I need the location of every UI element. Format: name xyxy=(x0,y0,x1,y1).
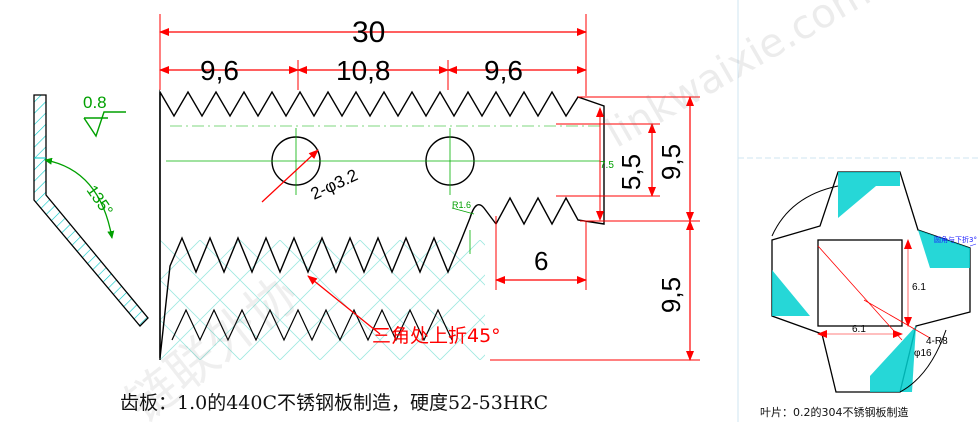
dim-seg-mid: 10,8 xyxy=(336,55,391,86)
dim-right-top-height: 9,5 xyxy=(656,144,686,180)
side-caption: 叶片：0.2的304不锈钢板制造 xyxy=(760,406,909,419)
dim-step-width: 6 xyxy=(534,246,548,276)
bend-angle-label: 135° xyxy=(83,183,116,220)
fold-note: 三角处上折45° xyxy=(372,325,501,347)
fold-annotation: 三角处上折45° xyxy=(307,275,501,347)
plate-outline xyxy=(159,89,605,359)
blade-note-label: 圆角与下折3° xyxy=(934,235,977,244)
dimensions: 30 9,6 10,8 9,6 7.5 5,5 9,5 9,5 6 2-φ xyxy=(159,14,700,361)
dim-inner-height: 5,5 xyxy=(616,154,646,190)
blade-radius-label: 4-R8 xyxy=(926,336,948,347)
roughness-value: 0.8 xyxy=(83,93,107,112)
panel-divider xyxy=(737,0,978,422)
dim-seg-left: 9,6 xyxy=(200,55,239,86)
hole-callout: 2-φ3.2 xyxy=(308,165,361,203)
dim-small-height: 7.5 xyxy=(600,160,614,171)
blade-view: 6.1 6.1 4-R8 φ16 圆角与下折3° xyxy=(771,171,977,393)
blade-dim-square-bottom: 6.1 xyxy=(852,324,866,335)
blade-dim-square: 6.1 xyxy=(912,282,926,293)
technical-drawing: 0.8 135° 30 9,6 10,8 9,6 xyxy=(33,0,978,422)
fillet-callout: R1.6 xyxy=(452,200,471,210)
tooth-plate xyxy=(159,89,605,360)
roughness-symbol: 0.8 xyxy=(83,93,126,138)
main-caption: 齿板：1.0的440C不锈钢板制造，硬度52-53HRC xyxy=(120,392,549,414)
blade-diameter-label: φ16 xyxy=(914,348,932,359)
dim-overall-width: 30 xyxy=(352,16,385,49)
blade-square-hole xyxy=(817,239,903,327)
dim-right-bottom-height: 9,5 xyxy=(656,277,686,313)
dim-seg-right: 9,6 xyxy=(484,55,523,86)
